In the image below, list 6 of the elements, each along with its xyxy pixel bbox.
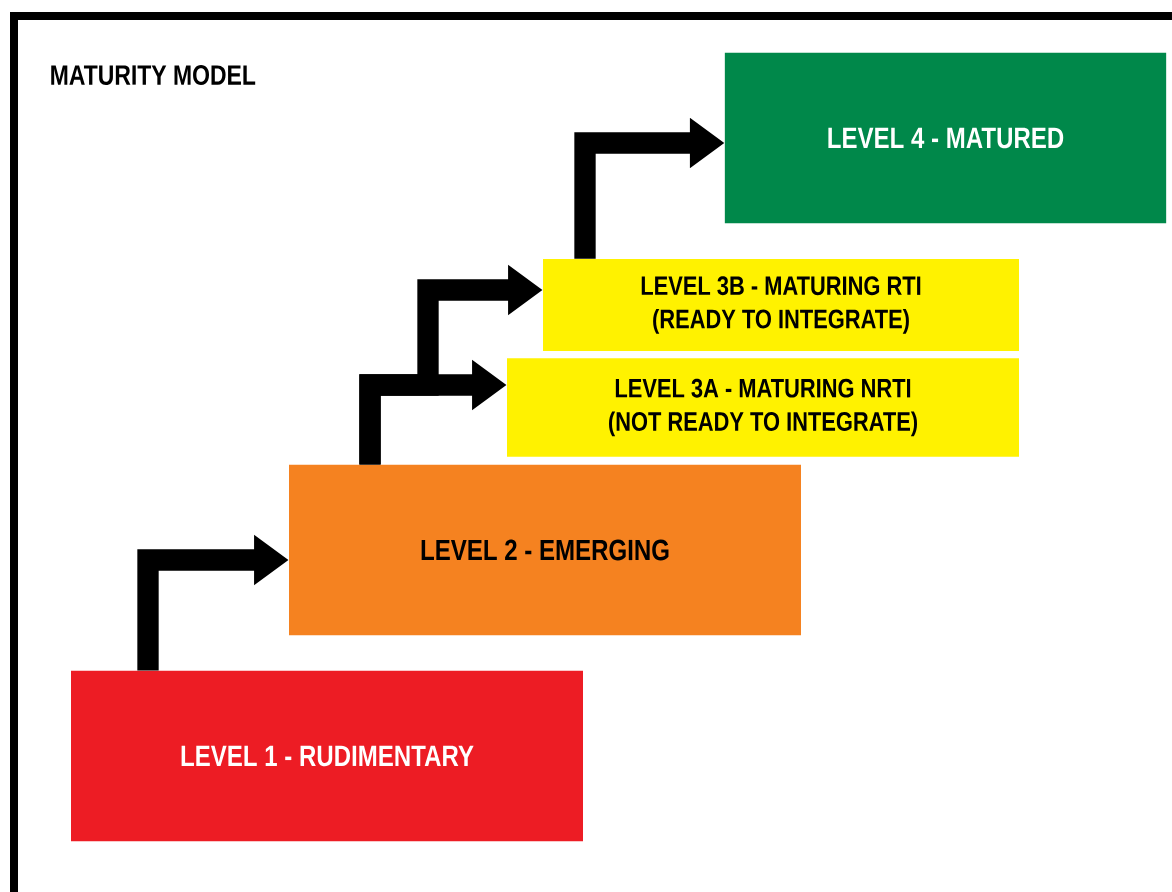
level-box: LEVEL 2 - EMERGING (289, 464, 801, 636)
level-box: LEVEL 3B - MATURING RTI (READY TO INTEGRATE) (543, 259, 1019, 351)
level-box: LEVEL 3A - MATURING NRTI (NOT READY TO INTEGRATE) (507, 358, 1019, 457)
diagram-title: MATURITY MODEL (51, 65, 256, 85)
level-box: LEVEL 4 - MATURED (724, 52, 1167, 224)
level-box: LEVEL 1 - RUDIMENTARY (71, 670, 583, 842)
